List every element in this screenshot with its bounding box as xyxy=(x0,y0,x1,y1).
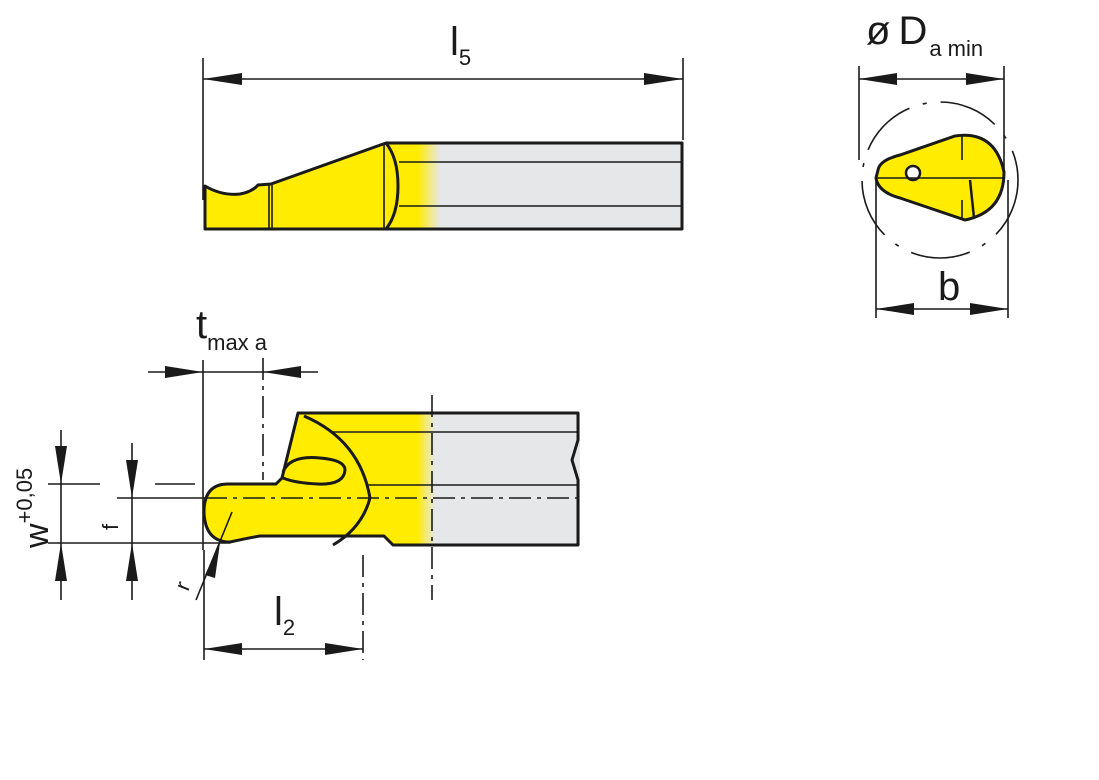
arrow-right xyxy=(644,73,683,85)
detail-shank xyxy=(420,413,580,545)
top-side-view: l5 xyxy=(202,20,684,231)
tool-outline xyxy=(203,141,684,231)
arrow-left xyxy=(203,73,242,85)
label-l2: l2 xyxy=(274,590,295,640)
detail-insert xyxy=(204,413,430,545)
coolant-channel xyxy=(281,456,347,486)
chip-breaker-arc xyxy=(303,414,372,547)
chamfer-arc xyxy=(384,142,400,230)
insert-body xyxy=(205,143,440,229)
label-b: b xyxy=(938,265,960,309)
shank-body xyxy=(410,143,682,229)
label-t-max: tmax a xyxy=(196,303,268,355)
detail-outline xyxy=(202,411,580,547)
label-r: r xyxy=(169,578,195,594)
bore-circle xyxy=(861,101,1019,259)
label-w: w+0,05 xyxy=(12,468,56,549)
coolant-hole xyxy=(904,164,922,182)
label-l5: l5 xyxy=(450,20,471,70)
detail-view: tmax a w+0,05 f r xyxy=(12,303,580,660)
label-f: f xyxy=(98,523,123,530)
